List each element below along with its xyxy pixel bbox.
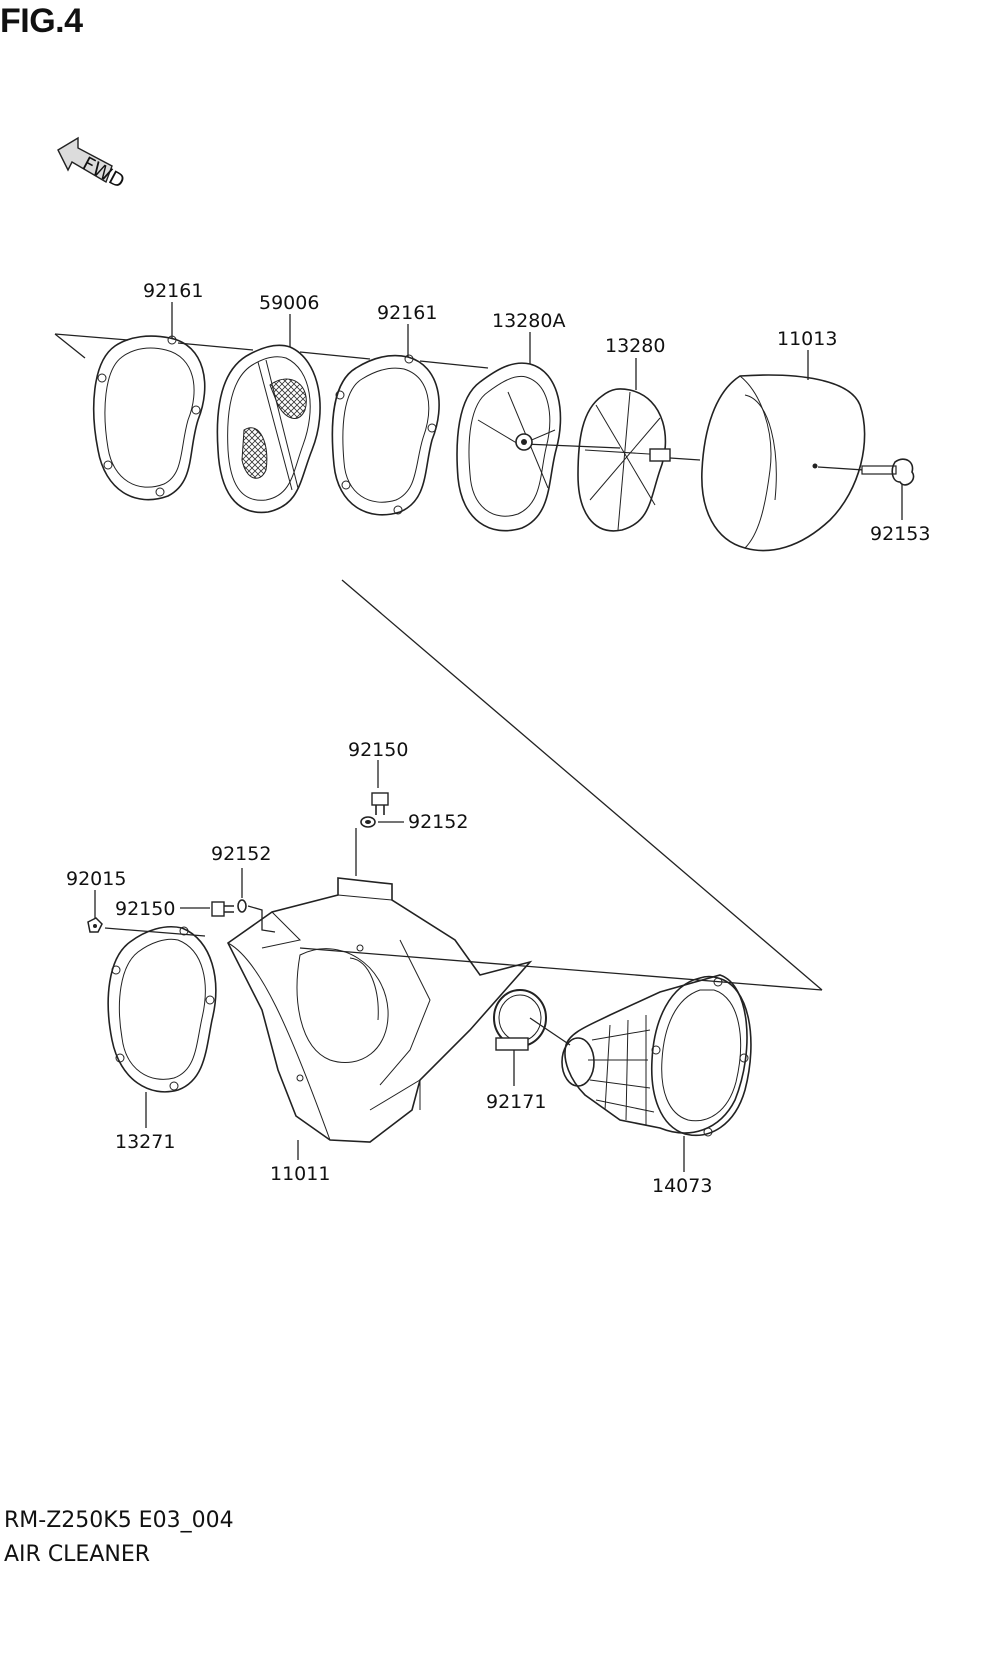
screen-59006 <box>216 344 321 514</box>
air-cleaner-cover-11013 <box>701 374 866 552</box>
clamp-92171 <box>493 989 547 1051</box>
callout-92152-top: 92152 <box>408 811 468 833</box>
gasket-92161-left <box>92 335 206 501</box>
washer-92152-top <box>360 816 376 828</box>
callout-13280A: 13280A <box>492 310 565 332</box>
callout-92015: 92015 <box>66 868 126 890</box>
callout-92161-middle: 92161 <box>377 302 437 324</box>
fwd-label: FWD <box>79 153 128 193</box>
gasket-92161-middle <box>331 354 440 516</box>
intake-duct-14073 <box>561 974 752 1137</box>
callout-92152-middle: 92152 <box>211 843 271 865</box>
air-cleaner-case-11011 <box>226 877 533 1143</box>
assembly-axis-lines <box>54 333 823 991</box>
callout-14073: 14073 <box>652 1175 712 1197</box>
figure-title: FIG.4 <box>0 2 83 40</box>
bolt-92150-middle <box>211 901 234 917</box>
callout-92150-top: 92150 <box>348 739 408 761</box>
callout-92150-middle: 92150 <box>115 898 175 920</box>
washer-92152-middle <box>237 899 247 913</box>
callout-92153: 92153 <box>870 523 930 545</box>
filter-frame-13280A <box>456 362 562 532</box>
fwd-arrow-icon: FWD <box>57 136 128 193</box>
wing-bolt-92153 <box>817 458 915 486</box>
nut-92015 <box>87 917 103 933</box>
callout-13271: 13271 <box>115 1131 175 1153</box>
model-code: RM-Z250K5 E03_004 <box>4 1508 234 1533</box>
bolt-92150-top <box>371 792 389 815</box>
callout-92161-left: 92161 <box>143 280 203 302</box>
callout-11011: 11011 <box>270 1163 330 1185</box>
gasket-13271 <box>107 926 217 1093</box>
callout-59006: 59006 <box>259 292 319 314</box>
section-name: AIR CLEANER <box>4 1542 151 1567</box>
callout-92171: 92171 <box>486 1091 546 1113</box>
callout-11013: 11013 <box>777 328 837 350</box>
filter-cage-13280 <box>577 388 671 532</box>
callout-13280: 13280 <box>605 335 665 357</box>
